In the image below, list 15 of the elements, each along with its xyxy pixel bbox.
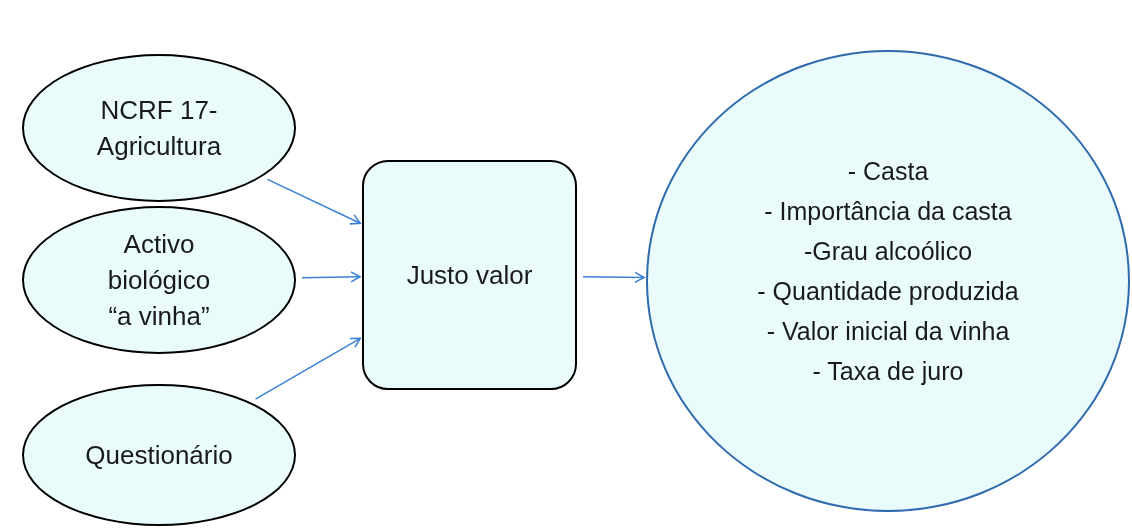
list-item: -Grau alcoólico <box>803 236 973 267</box>
arrow <box>301 271 361 283</box>
node-label: NCRF 17- Agricultura <box>95 94 223 163</box>
arrow <box>582 271 645 284</box>
node-label: Questionário <box>85 439 233 472</box>
list-item: - Importância da casta <box>764 196 1012 227</box>
list-item: - Taxa de juro <box>812 356 964 387</box>
process-box <box>362 160 577 390</box>
list-item: - Valor inicial da vinha <box>766 316 1010 347</box>
node-label: Activo biológico “a vinha” <box>106 228 212 333</box>
node-label: Justo valor <box>406 259 533 292</box>
arrow <box>266 178 361 225</box>
arrow <box>254 337 362 400</box>
list-item: - Quantidade produzida <box>757 276 1019 307</box>
list-item: - Casta <box>847 156 929 187</box>
